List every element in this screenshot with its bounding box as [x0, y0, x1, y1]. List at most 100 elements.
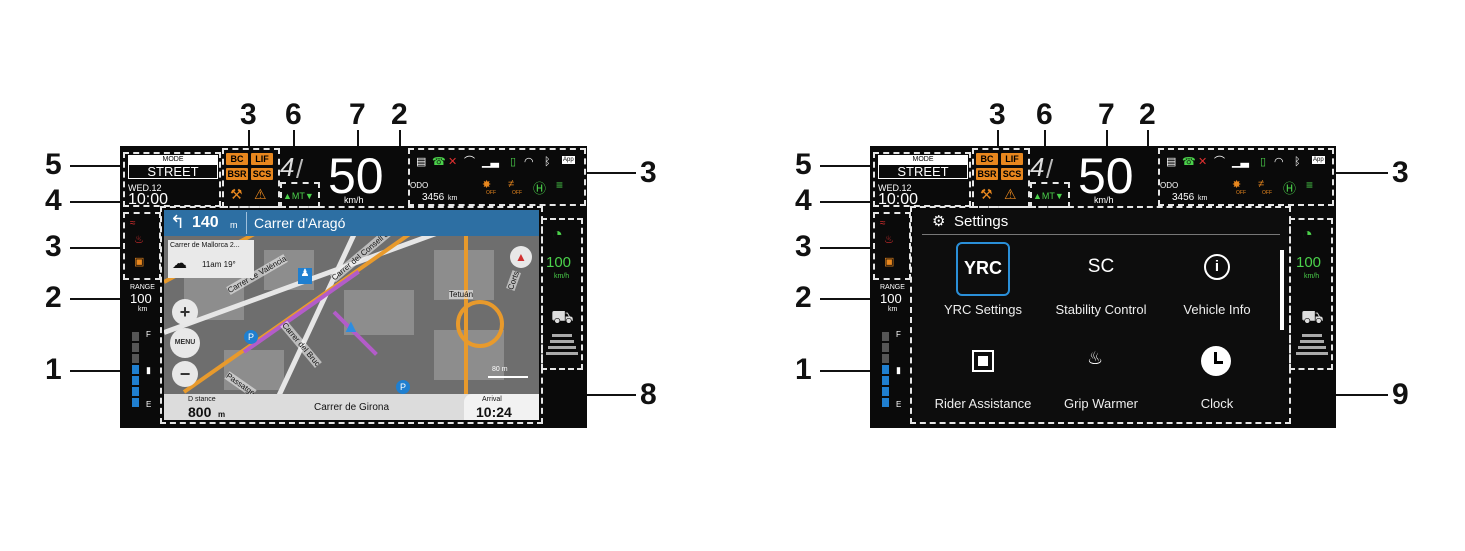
- distance-value: 800: [188, 404, 212, 420]
- dashed-group-warning: [123, 212, 161, 280]
- callout-7-top: 7: [349, 98, 366, 131]
- parking-icon: P: [396, 380, 410, 394]
- fuel-pump-icon: ▮: [146, 365, 151, 375]
- yrc-icon: YRC: [963, 258, 1002, 278]
- menu-button[interactable]: MENU: [170, 328, 200, 358]
- wifi-icon: ◠: [524, 156, 534, 168]
- dashed-group-status: [408, 148, 586, 206]
- auto-light-icon: ≡: [1306, 178, 1314, 192]
- hill-hold-icon: Ⓗ: [533, 181, 547, 196]
- compass-icon[interactable]: ▲: [510, 246, 532, 268]
- callout-line: [820, 298, 878, 300]
- callout-3-top: 3: [989, 98, 1006, 131]
- dashed-group-map: [160, 206, 543, 424]
- odo-label: ODO: [1160, 181, 1179, 190]
- fuel-bar-segment: [882, 343, 889, 352]
- abs-off-icon: ≠: [508, 178, 515, 190]
- yrc-settings-label: YRC Settings: [943, 302, 1023, 317]
- traction-off-label: OFF: [1236, 190, 1246, 196]
- callout-line: [1286, 394, 1388, 396]
- phone-icon: ☎: [1182, 156, 1196, 168]
- fuel-bar-segment: [132, 365, 139, 374]
- current-street: Carrer de Girona: [314, 402, 390, 413]
- callout-line: [70, 165, 128, 167]
- cluster-display-settings: MODE STREET WED.12 10:00 ≈ ♨ ▣ RANGE 100…: [870, 146, 1336, 428]
- stability-control-icon[interactable]: SC: [1087, 256, 1115, 277]
- callout-line: [1106, 130, 1108, 152]
- callout-5: 5: [795, 148, 812, 181]
- poi-card[interactable]: Carrer de Mallorca 2... ☁ 11am 19°: [168, 240, 254, 278]
- distance-label: D stance: [188, 396, 216, 403]
- callout-9-right: 9: [1392, 378, 1409, 411]
- grip-heat-icon[interactable]: ♨: [1087, 348, 1104, 368]
- cruise-unit: km/h: [1304, 273, 1320, 280]
- turn-distance-unit: m: [230, 220, 238, 230]
- mode-value: STREET: [128, 164, 218, 179]
- callout-line: [586, 172, 636, 174]
- callout-line: [820, 165, 878, 167]
- vehicle-info-icon[interactable]: i: [1204, 254, 1230, 280]
- street-label: Corts: [506, 269, 522, 292]
- abs-off-label: OFF: [512, 190, 522, 196]
- fuel-bar-segment: [132, 343, 139, 352]
- fuel-bar-segment: [132, 354, 139, 363]
- callout-6-top: 6: [1036, 98, 1053, 131]
- range-label: RANGE: [880, 284, 905, 291]
- fuel-bar-segment: [882, 365, 889, 374]
- callout-line: [293, 130, 295, 152]
- clock-hand: [1214, 352, 1217, 363]
- odo-unit: km: [448, 195, 458, 202]
- engine-warning-icon: ⚠: [254, 186, 267, 202]
- map-scale: 80 m: [492, 366, 508, 373]
- fuel-bar-segment: [132, 376, 139, 385]
- clock-time: 10:00: [878, 191, 919, 208]
- dashed-group-settings: [910, 206, 1291, 424]
- zoom-out-button[interactable]: −: [172, 361, 198, 387]
- odo-label: ODO: [410, 181, 429, 190]
- callout-2: 2: [45, 281, 62, 314]
- grip-warmer-label[interactable]: Grip Warmer: [1064, 396, 1138, 411]
- zoom-in-button[interactable]: +: [172, 299, 198, 325]
- turn-distance: 140: [192, 214, 219, 231]
- cruise-icon: ◔: [552, 224, 563, 244]
- clock-icon[interactable]: [1201, 346, 1231, 376]
- bluetooth-icon: ᛒ: [1294, 156, 1301, 168]
- nav-divider: [246, 212, 247, 234]
- distance-bar: [552, 334, 572, 337]
- vehicle-info-label[interactable]: Vehicle Info: [1183, 302, 1251, 317]
- message-icon: ▤: [416, 156, 427, 168]
- stability-control-label[interactable]: Stability Control: [1055, 302, 1147, 317]
- clock-label[interactable]: Clock: [1200, 396, 1234, 411]
- turn-left-icon: ↰: [170, 212, 186, 232]
- rider-assistance-label[interactable]: Rider Assistance: [934, 396, 1032, 411]
- abs-off-label: OFF: [1262, 190, 1272, 196]
- wifi-icon: ◠: [1274, 156, 1284, 168]
- app-icon: App: [1312, 156, 1325, 164]
- hill-hold-icon: Ⓗ: [1283, 181, 1297, 196]
- gear-icon: ⚙: [932, 213, 946, 230]
- mode-label: MODE: [878, 155, 968, 165]
- traction-off-label: OFF: [486, 190, 496, 196]
- callout-line: [248, 130, 250, 152]
- dashed-group-status: [1158, 148, 1334, 206]
- tag-scs: SCS: [251, 168, 273, 180]
- tag-bc: BC: [226, 153, 248, 165]
- date-text: WED.12: [878, 183, 912, 193]
- scrollbar[interactable]: [1280, 250, 1284, 330]
- traction-off-icon: ✸: [1232, 179, 1242, 191]
- range-unit: km: [888, 306, 898, 313]
- callout-5: 5: [45, 148, 62, 181]
- next-street-name: Carrer d'Aragó: [254, 215, 346, 231]
- fuel-bar-segment: [882, 332, 889, 341]
- signal-icon: ▁▃: [482, 156, 499, 168]
- cruise-value: 100: [1296, 254, 1322, 271]
- roundabout: [456, 300, 504, 348]
- yrc-settings-button[interactable]: YRC: [956, 242, 1010, 296]
- fuel-empty-label: E: [146, 400, 152, 409]
- chip-icon[interactable]: [972, 350, 994, 372]
- fuel-bar-segment: [132, 332, 139, 341]
- tag-bsr: BSR: [976, 168, 998, 180]
- poi-title: Carrer de Mallorca 2...: [170, 242, 240, 249]
- distance-bar: [546, 352, 578, 355]
- gear-indicator: 4: [1030, 152, 1045, 182]
